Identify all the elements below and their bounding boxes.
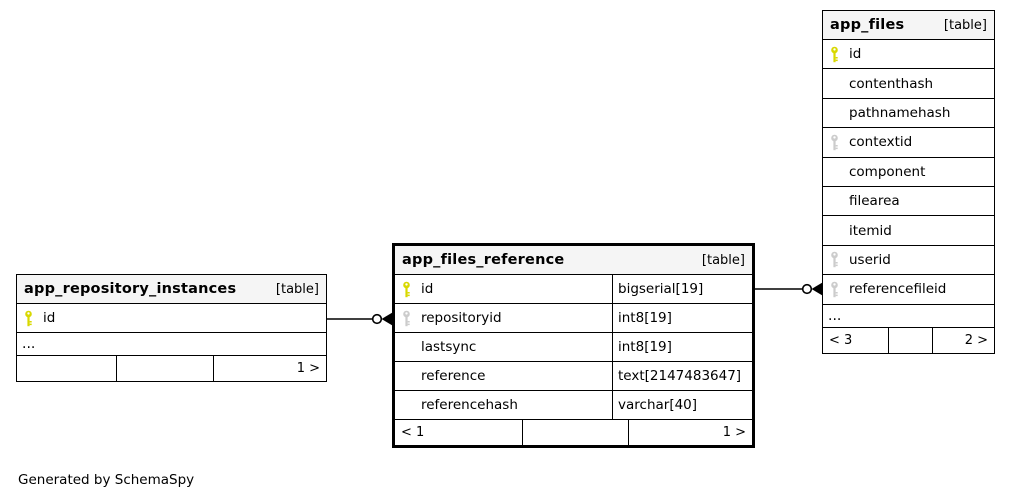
column-name: userid bbox=[849, 251, 891, 268]
connector-arrowhead-icon bbox=[811, 282, 822, 296]
foreign-key-icon bbox=[829, 251, 849, 268]
table-tag: [table] bbox=[943, 17, 987, 33]
table-app-repository-instances[interactable]: app_repository_instances [table] id ... … bbox=[16, 274, 327, 382]
generated-by-note: Generated by SchemaSpy bbox=[18, 472, 195, 488]
footer-parents-count: < 1 bbox=[401, 425, 425, 440]
relationship-ref-id-to-files-referencefileid bbox=[755, 282, 822, 296]
column-row-id: id bbox=[17, 304, 326, 333]
table-tag: [table] bbox=[701, 252, 745, 268]
column-name: id bbox=[849, 46, 862, 63]
column-name: lastsync bbox=[421, 339, 477, 355]
table-header: app_repository_instances [table] bbox=[17, 275, 326, 304]
foreign-key-icon bbox=[829, 134, 849, 151]
column-type: varchar[40] bbox=[612, 391, 752, 419]
column-row-contextid: contextid bbox=[823, 128, 994, 158]
primary-key-icon bbox=[23, 310, 43, 327]
column-type: int8[19] bbox=[612, 304, 752, 332]
table-name: app_files bbox=[830, 17, 905, 33]
table-header: app_files [table] bbox=[823, 11, 994, 40]
column-type: int8[19] bbox=[612, 333, 752, 361]
primary-key-icon bbox=[401, 281, 421, 298]
collapsed-columns-row: ... bbox=[17, 333, 326, 356]
column-row-id: id bigserial[19] bbox=[395, 275, 752, 304]
column-name: contextid bbox=[849, 134, 913, 151]
table-footer: < 1 1 > bbox=[395, 420, 752, 445]
column-row-reference: reference text[2147483647] bbox=[395, 362, 752, 391]
table-app-files[interactable]: app_files [table] id contenthash pathnam… bbox=[822, 10, 995, 354]
footer-children-count: 2 > bbox=[932, 327, 994, 353]
relationship-repo-id-to-ref-repositoryid bbox=[327, 312, 392, 326]
column-row-id: id bbox=[823, 40, 994, 70]
column-name: repositoryid bbox=[421, 310, 502, 326]
column-row-repositoryid: repositoryid int8[19] bbox=[395, 304, 752, 333]
column-type: bigserial[19] bbox=[612, 275, 752, 303]
table-footer: < 3 2 > bbox=[823, 327, 994, 353]
footer-parents-count: < 3 bbox=[829, 332, 853, 348]
ellipsis-label: ... bbox=[22, 336, 36, 352]
footer-middle-cell bbox=[888, 327, 932, 353]
table-app-files-reference[interactable]: app_files_reference [table] id bigserial… bbox=[392, 243, 755, 448]
footer-middle-cell bbox=[116, 356, 213, 381]
column-row-userid: userid bbox=[823, 246, 994, 276]
connector-circle-icon bbox=[371, 313, 383, 325]
column-row-filearea: filearea bbox=[823, 187, 994, 217]
column-name: referencehash bbox=[421, 397, 518, 413]
column-name: pathnamehash bbox=[849, 104, 951, 121]
column-name: id bbox=[421, 281, 434, 297]
column-row-contenthash: contenthash bbox=[823, 69, 994, 99]
footer-children-count: 1 > bbox=[213, 356, 326, 381]
column-row-component: component bbox=[823, 158, 994, 187]
foreign-key-icon bbox=[401, 310, 421, 327]
foreign-key-icon bbox=[829, 281, 849, 298]
connector-arrowhead-icon bbox=[381, 312, 392, 326]
column-row-pathnamehash: pathnamehash bbox=[823, 99, 994, 129]
column-name: contenthash bbox=[849, 75, 934, 92]
footer-middle-cell bbox=[522, 420, 628, 445]
table-tag: [table] bbox=[275, 281, 319, 297]
column-row-referencefileid: referencefileid bbox=[823, 275, 994, 305]
column-row-itemid: itemid bbox=[823, 216, 994, 246]
column-type: text[2147483647] bbox=[612, 362, 752, 390]
column-name: referencefileid bbox=[849, 281, 947, 298]
primary-key-icon bbox=[829, 46, 849, 63]
table-footer: 1 > bbox=[17, 356, 326, 381]
column-row-lastsync: lastsync int8[19] bbox=[395, 333, 752, 362]
table-name: app_repository_instances bbox=[24, 281, 237, 297]
collapsed-columns-row: ... bbox=[823, 305, 994, 328]
column-name: component bbox=[849, 163, 926, 180]
table-header: app_files_reference [table] bbox=[395, 246, 752, 275]
column-name: id bbox=[43, 310, 56, 326]
ellipsis-label: ... bbox=[828, 307, 842, 324]
column-row-referencehash: referencehash varchar[40] bbox=[395, 391, 752, 420]
connector-circle-icon bbox=[801, 283, 813, 295]
table-name: app_files_reference bbox=[402, 252, 565, 268]
footer-children-count: 1 > bbox=[628, 420, 752, 445]
column-name: itemid bbox=[849, 222, 892, 239]
column-name: filearea bbox=[849, 193, 900, 210]
footer-parents-count bbox=[17, 356, 116, 381]
column-name: reference bbox=[421, 368, 486, 384]
